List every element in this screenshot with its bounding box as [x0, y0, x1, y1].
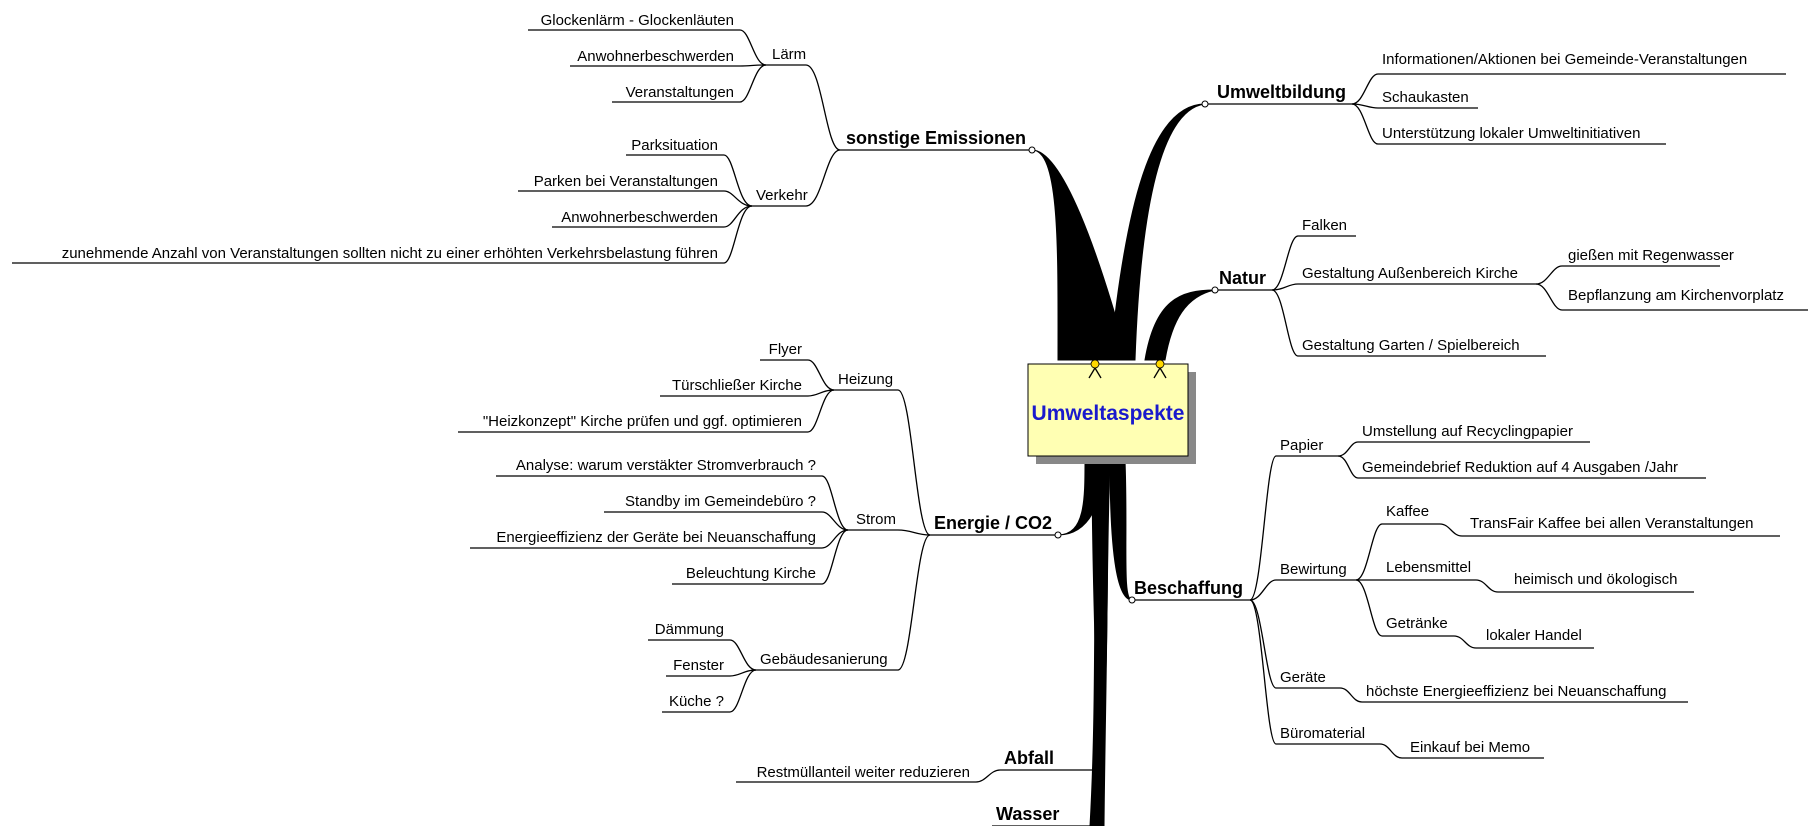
leaf-umweltbildung-3[interactable]: Unterstützung lokaler Umweltinitiativen: [1382, 125, 1640, 142]
leaf-gebaeude-1[interactable]: Dämmung: [655, 621, 724, 638]
leaf-strom-3[interactable]: Energieeffizienz der Geräte bei Neuansch…: [496, 529, 816, 546]
branch-label-wasser[interactable]: Wasser: [996, 804, 1059, 824]
sub-label-heizung[interactable]: Heizung: [838, 371, 893, 388]
center-title: Umweltaspekte: [1032, 402, 1185, 425]
trunk-connectors: [1031, 103, 1216, 826]
leaf-aussen-1[interactable]: gießen mit Regenwasser: [1568, 247, 1734, 264]
leaf-laerm-2[interactable]: Anwohnerbeschwerden: [577, 48, 734, 65]
center-node[interactable]: Umweltaspekte: [1027, 359, 1196, 464]
leaf-laerm-1[interactable]: Glockenlärm - Glockenläuten: [541, 12, 734, 29]
sub-label-papier[interactable]: Papier: [1280, 437, 1323, 454]
sub-label-lebensmittel[interactable]: Lebensmittel: [1386, 559, 1471, 576]
branch-energie-co2: Energie / CO2 Heizung Flyer Türschließer…: [458, 341, 1058, 713]
branch-label-umweltbildung[interactable]: Umweltbildung: [1217, 82, 1346, 102]
branch-label-beschaffung[interactable]: Beschaffung: [1134, 578, 1243, 598]
sub-label-getraenke[interactable]: Getränke: [1386, 615, 1448, 632]
leaf-umweltbildung-1[interactable]: Informationen/Aktionen bei Gemeinde-Vera…: [1382, 51, 1747, 68]
leaf-gebaeude-2[interactable]: Fenster: [673, 657, 724, 674]
sub-label-strom[interactable]: Strom: [856, 511, 896, 528]
leaf-strom-2[interactable]: Standby im Gemeindebüro ?: [625, 493, 816, 510]
leaf-verkehr-2[interactable]: Parken bei Veranstaltungen: [534, 173, 718, 190]
node-dots: [1028, 100, 1219, 604]
branch-label-abfall[interactable]: Abfall: [1004, 748, 1054, 768]
leaf-lebensmittel[interactable]: heimisch und ökologisch: [1514, 571, 1677, 588]
sub-label-verkehr[interactable]: Verkehr: [756, 187, 808, 204]
leaf-natur-falken[interactable]: Falken: [1302, 217, 1347, 234]
sub-label-bueromaterial[interactable]: Büromaterial: [1280, 725, 1365, 742]
leaf-papier-1[interactable]: Umstellung auf Recyclingpapier: [1362, 423, 1573, 440]
trunk-beschaffung: [1109, 459, 1133, 601]
leaf-geraete[interactable]: höchste Energieeffizienz bei Neuanschaff…: [1366, 683, 1667, 700]
leaf-aussen-2[interactable]: Bepflanzung am Kirchenvorplatz: [1568, 287, 1784, 304]
branch-beschaffung: Beschaffung Papier Umstellung auf Recycl…: [1132, 423, 1780, 759]
sub-label-gebaeudesanierung[interactable]: Gebäudesanierung: [760, 651, 888, 668]
sub-label-geraete[interactable]: Geräte: [1280, 669, 1326, 686]
leaf-kaffee[interactable]: TransFair Kaffee bei allen Veranstaltung…: [1470, 515, 1754, 532]
trunk-wasser: [1089, 459, 1109, 826]
sub-label-laerm[interactable]: Lärm: [772, 46, 806, 63]
branch-wasser: Wasser: [992, 804, 1090, 826]
center-node-box: [1027, 363, 1189, 457]
leaf-heizung-3[interactable]: "Heizkonzept" Kirche prüfen und ggf. opt…: [483, 413, 802, 430]
sub-label-kaffee[interactable]: Kaffee: [1386, 503, 1429, 520]
lamp-icon: [1153, 359, 1167, 379]
leaf-abfall-1[interactable]: Restmüllanteil weiter reduzieren: [757, 764, 970, 781]
sub-label-aussenbereich[interactable]: Gestaltung Außenbereich Kirche: [1302, 265, 1518, 282]
branch-natur: Natur Falken Gestaltung Außenbereich Kir…: [1215, 217, 1808, 357]
leaf-strom-1[interactable]: Analyse: warum verstäkter Stromverbrauch…: [516, 457, 816, 474]
branch-label-natur[interactable]: Natur: [1219, 268, 1266, 288]
leaf-strom-4[interactable]: Beleuchtung Kirche: [686, 565, 816, 582]
leaf-verkehr-4[interactable]: zunehmende Anzahl von Veranstaltungen so…: [62, 245, 718, 262]
branch-label-energie-co2[interactable]: Energie / CO2: [934, 513, 1052, 533]
branch-label-sonstige-emissionen[interactable]: sonstige Emissionen: [846, 128, 1026, 148]
leaf-laerm-3[interactable]: Veranstaltungen: [626, 84, 734, 101]
leaf-bueromaterial[interactable]: Einkauf bei Memo: [1410, 739, 1530, 756]
leaf-heizung-1[interactable]: Flyer: [769, 341, 802, 358]
trunk-natur: [1144, 289, 1216, 361]
leaf-papier-2[interactable]: Gemeindebrief Reduktion auf 4 Ausgaben /…: [1362, 459, 1678, 476]
branch-umweltbildung: Umweltbildung Informationen/Aktionen bei…: [1205, 51, 1786, 145]
lamp-icon: [1088, 359, 1102, 379]
leaf-natur-garten[interactable]: Gestaltung Garten / Spielbereich: [1302, 337, 1520, 354]
sub-label-bewirtung[interactable]: Bewirtung: [1280, 561, 1347, 578]
branch-sonstige-emissionen: sonstige Emissionen Lärm Glockenlärm - G…: [12, 12, 1032, 264]
branch-abfall: Abfall Restmüllanteil weiter reduzieren: [736, 748, 1098, 783]
leaf-umweltbildung-2[interactable]: Schaukasten: [1382, 89, 1469, 106]
leaf-gebaeude-3[interactable]: Küche ?: [669, 693, 724, 710]
leaf-verkehr-1[interactable]: Parksituation: [631, 137, 718, 154]
leaf-heizung-2[interactable]: Türschließer Kirche: [672, 377, 802, 394]
leaf-getraenke[interactable]: lokaler Handel: [1486, 627, 1582, 644]
leaf-verkehr-3[interactable]: Anwohnerbeschwerden: [561, 209, 718, 226]
